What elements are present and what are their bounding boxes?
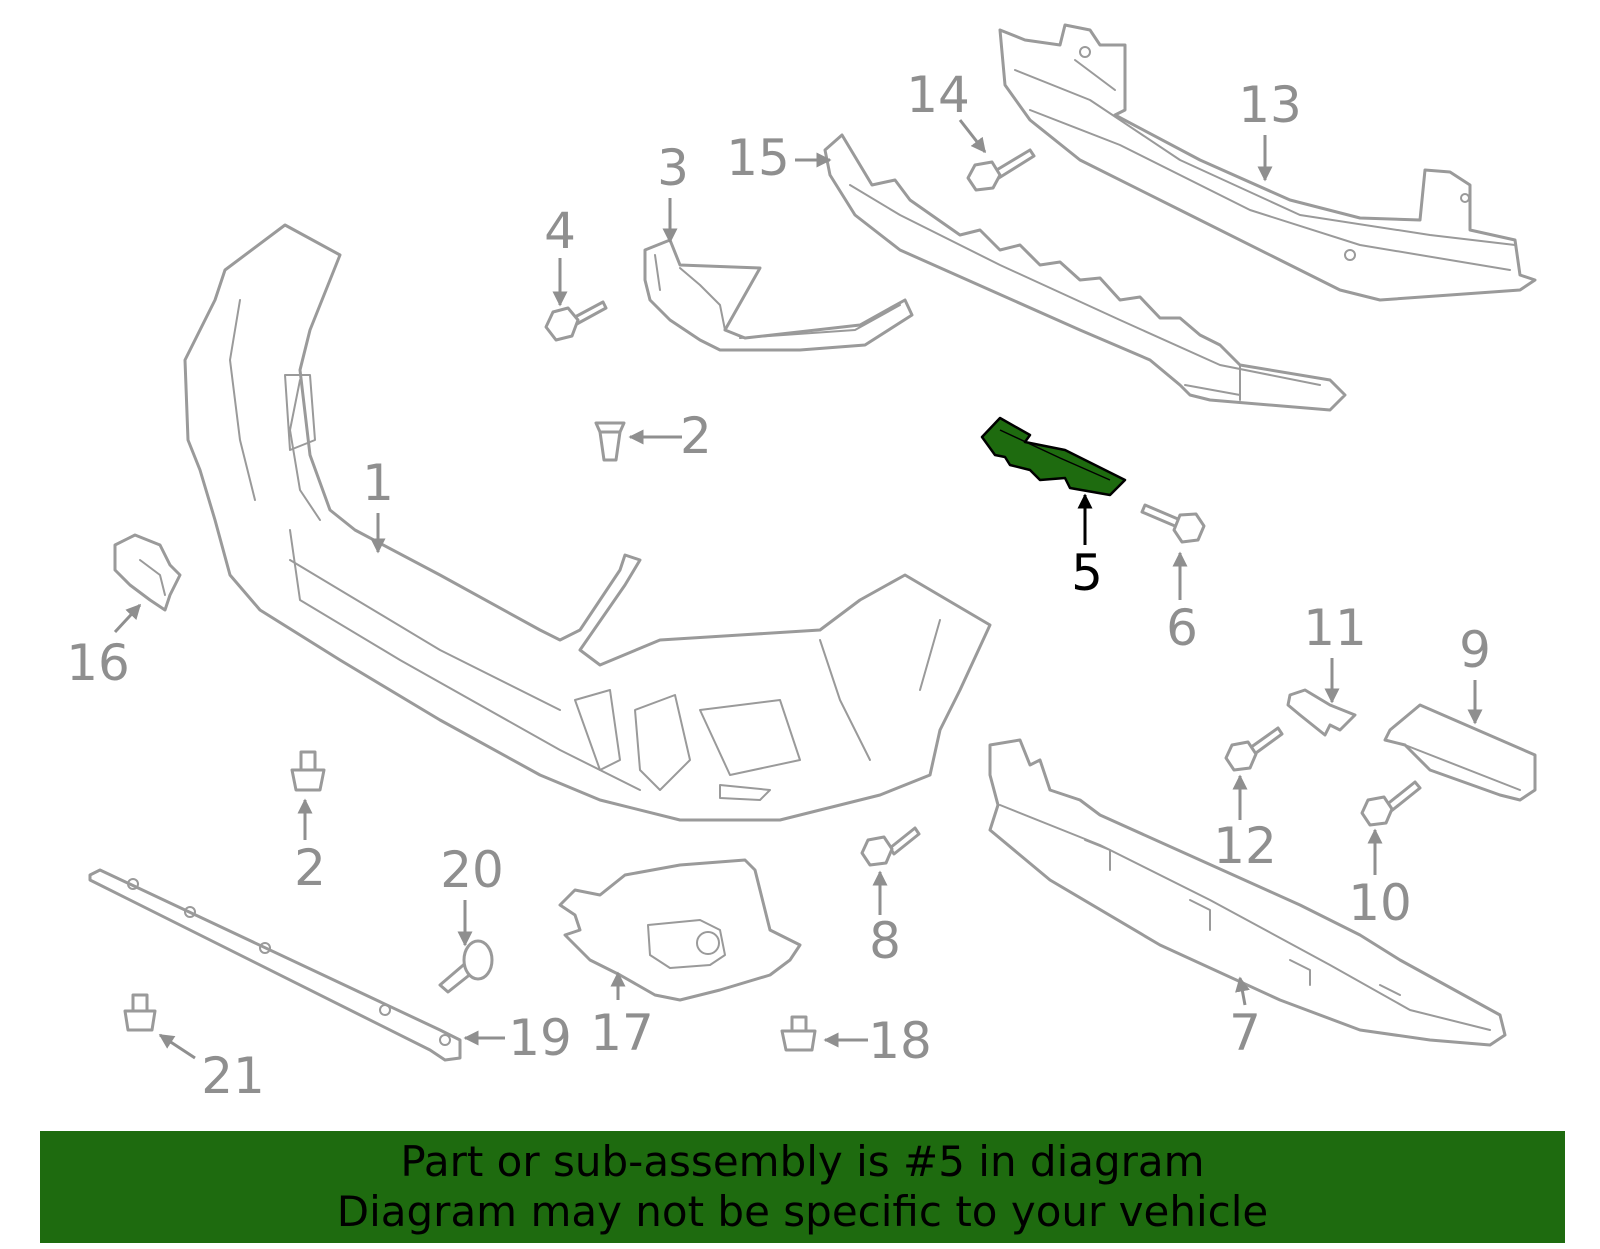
footer-line-part-number: Part or sub-assembly is #5 in diagram xyxy=(400,1137,1205,1186)
callout-11: 11 xyxy=(1303,599,1367,657)
callout-3: 3 xyxy=(657,139,689,197)
callout-9: 9 xyxy=(1459,621,1491,679)
callout-13: 13 xyxy=(1238,76,1302,134)
fastener-20-clip xyxy=(438,939,494,994)
callout-15: 15 xyxy=(726,129,790,187)
callout-1: 1 xyxy=(362,454,394,512)
leader-lines xyxy=(113,119,1483,1060)
fastener-14-bolt xyxy=(966,148,1036,192)
part-13-reinforcement-beam xyxy=(998,23,1537,302)
part-3-bracket xyxy=(643,238,914,352)
callout-16: 16 xyxy=(66,634,130,692)
fastener-8-bolt xyxy=(860,826,921,867)
fastener-10-bolt xyxy=(1360,780,1422,827)
footer-banner: Part or sub-assembly is #5 in diagram Di… xyxy=(40,1131,1565,1243)
callout-17: 17 xyxy=(590,1004,654,1062)
part-11-clip xyxy=(1286,688,1357,737)
fastener-6-bolt xyxy=(1140,503,1206,544)
part-9-air-guide xyxy=(1383,703,1537,802)
fastener-2-upper-clip xyxy=(594,421,626,462)
fastener-2-lower-clip xyxy=(290,750,326,792)
fastener-21-clip xyxy=(123,993,157,1032)
callout-21: 21 xyxy=(201,1047,265,1105)
part-17-fog-lamp-bezel xyxy=(558,858,802,1002)
callout-10: 10 xyxy=(1348,874,1412,932)
parts-diagram: 1 2 2 3 4 5 6 7 8 9 10 11 12 13 14 15 16… xyxy=(66,23,1537,1105)
callout-2-lower: 2 xyxy=(294,839,326,897)
callout-2-upper: 2 xyxy=(680,407,712,465)
fastener-12-bolt xyxy=(1224,726,1284,772)
callout-12: 12 xyxy=(1213,817,1277,875)
callout-18: 18 xyxy=(868,1012,932,1070)
callout-5: 5 xyxy=(1071,544,1103,602)
footer-line-disclaimer: Diagram may not be specific to your vehi… xyxy=(336,1187,1269,1236)
part-16-bracket xyxy=(113,533,182,612)
callout-19: 19 xyxy=(508,1009,572,1067)
callout-7: 7 xyxy=(1229,1004,1261,1062)
fastener-18-clip xyxy=(780,1015,817,1052)
fastener-4-bolt xyxy=(544,300,608,342)
part-1-bumper-cover xyxy=(183,223,992,822)
part-15-energy-absorber xyxy=(823,133,1347,412)
part-19-lower-strip xyxy=(88,868,462,1062)
callout-20: 20 xyxy=(440,841,504,899)
callout-14: 14 xyxy=(906,66,970,124)
part-5-bracket-highlighted xyxy=(980,416,1127,497)
callout-labels: 1 2 2 3 4 5 6 7 8 9 10 11 12 13 14 15 16… xyxy=(66,66,1491,1105)
part-7-lower-absorber xyxy=(988,738,1507,1047)
callout-6: 6 xyxy=(1166,599,1198,657)
callout-8: 8 xyxy=(869,912,901,970)
callout-4: 4 xyxy=(544,202,576,260)
